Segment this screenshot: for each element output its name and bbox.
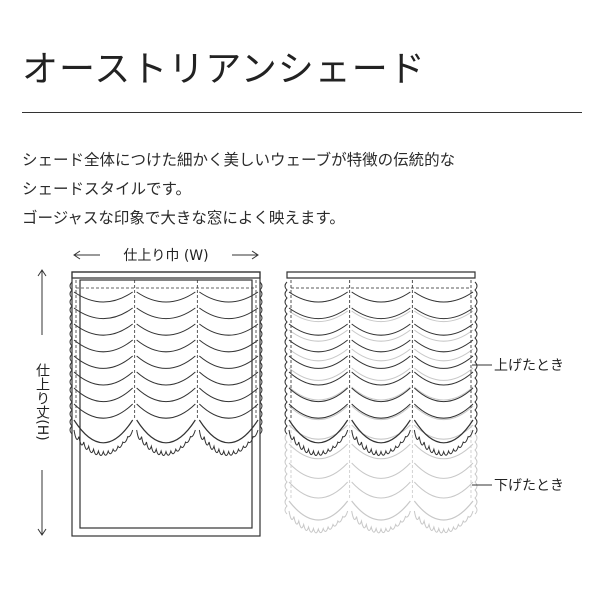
height-label: 仕上り丈(H) bbox=[34, 363, 50, 440]
raised-label: 上げたとき bbox=[494, 358, 564, 374]
title-divider bbox=[22, 112, 582, 113]
shade-header-bar bbox=[71, 271, 261, 279]
description-line-1: シェード全体につけた細かく美しいウェーブが特徴の伝統的な bbox=[22, 151, 456, 169]
width-label: 仕上り巾 (W) bbox=[123, 248, 208, 264]
raised-indicator: 上げたとき bbox=[472, 358, 564, 374]
description-line-2: シェードスタイルです。 bbox=[22, 180, 191, 198]
left-shade-raised bbox=[69, 271, 263, 457]
page-title: オーストリアンシェード bbox=[22, 49, 426, 90]
left-window-frame bbox=[71, 271, 261, 537]
shade-header-bar bbox=[286, 271, 476, 279]
lowered-label: 下げたとき bbox=[494, 478, 564, 494]
description-line-3: ゴージャスな印象で大きな窓によく映えます。 bbox=[22, 209, 345, 227]
height-dimension: 仕上り丈(H) bbox=[34, 269, 50, 536]
width-dimension: 仕上り巾 (W) bbox=[73, 248, 259, 264]
description: シェード全体につけた細かく美しいウェーブが特徴の伝統的な シェードスタイルです。… bbox=[22, 146, 582, 233]
lowered-indicator: 下げたとき bbox=[472, 478, 564, 494]
right-shade-raised bbox=[284, 271, 478, 457]
